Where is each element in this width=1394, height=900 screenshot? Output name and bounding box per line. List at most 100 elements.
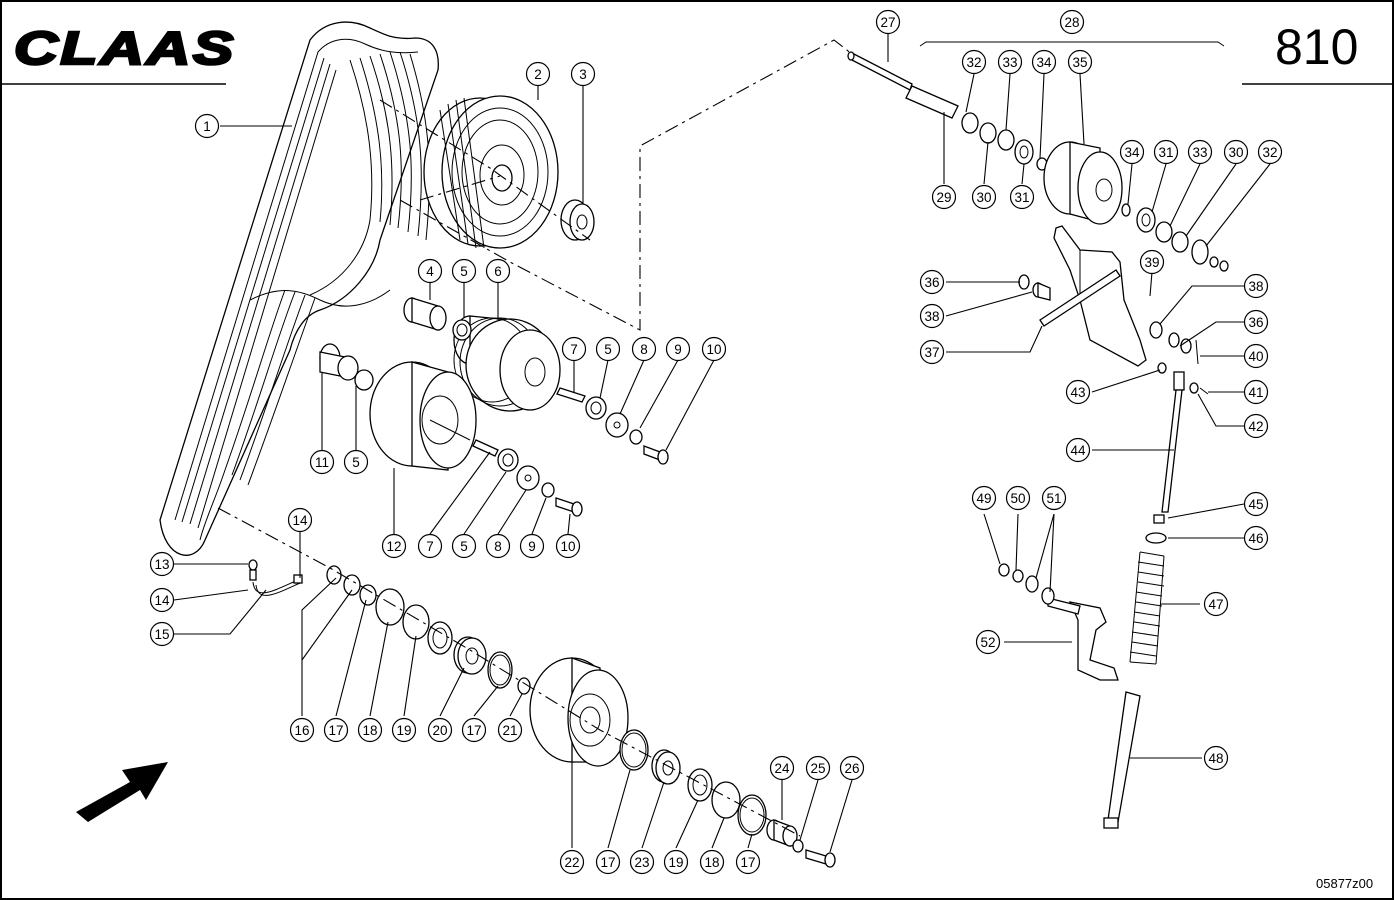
rings-16-17-18	[326, 565, 453, 655]
svg-text:CLAAS: CLAAS	[14, 22, 236, 74]
callout-circle	[663, 849, 689, 875]
callout-circle	[323, 717, 349, 743]
callout-45: 45	[1243, 491, 1269, 517]
callout-label: 5	[460, 264, 468, 279]
callout-circle	[287, 507, 313, 533]
shaft-29	[905, 85, 959, 119]
callout-circle	[1067, 49, 1093, 75]
callout-label: 38	[1248, 279, 1263, 294]
callout-label: 27	[880, 15, 895, 30]
callout-5: 5	[451, 533, 477, 559]
callout-circle	[769, 755, 795, 781]
callout-14: 14	[149, 587, 175, 613]
callout-8: 8	[631, 336, 657, 362]
nut-45	[1153, 514, 1165, 524]
callout-29: 29	[931, 184, 957, 210]
drawing-reference: 05877z00	[1316, 876, 1373, 891]
callout-label: 32	[1262, 145, 1277, 160]
callout-circle	[1187, 139, 1213, 165]
ring-17d	[737, 794, 767, 836]
callout-label: 19	[396, 723, 411, 738]
clamp-bush-3	[560, 199, 595, 241]
ring-36a	[1018, 274, 1030, 290]
callout-label: 36	[1248, 315, 1263, 330]
callout-label: 9	[674, 342, 682, 357]
callout-circle	[961, 49, 987, 75]
bush-24	[766, 819, 798, 847]
bolt-10a	[643, 445, 669, 465]
callout-label: 7	[570, 342, 578, 357]
circlip-5a	[452, 319, 472, 341]
bearing-20	[453, 636, 487, 675]
callout-label: 44	[1070, 443, 1086, 458]
callout-circle	[194, 113, 220, 139]
callout-label: 7	[426, 539, 434, 554]
centerline-mid	[419, 175, 501, 201]
callout-26: 26	[839, 755, 865, 781]
callout-circle	[665, 336, 691, 362]
washer-25	[792, 839, 804, 853]
callout-50: 50	[1005, 485, 1031, 511]
callout-38: 38	[919, 303, 945, 329]
callout-circle	[701, 336, 727, 362]
washer-9a	[629, 429, 643, 445]
callout-17: 17	[323, 717, 349, 743]
callout-circle	[525, 61, 551, 87]
callout-36: 36	[919, 269, 945, 295]
pulley-12	[369, 361, 477, 471]
callout-circle	[875, 9, 901, 35]
callout-42: 42	[1243, 413, 1269, 439]
callout-circle	[931, 184, 957, 210]
callout-circle	[595, 336, 621, 362]
callout-label: 4	[426, 264, 434, 279]
shaft-37	[1039, 269, 1121, 327]
callout-32: 32	[1257, 139, 1283, 165]
callout-circle	[149, 551, 175, 577]
callout-label: 10	[560, 539, 575, 554]
pin-40	[1195, 339, 1199, 365]
callout-label: 18	[362, 723, 377, 738]
pulley-22	[529, 657, 629, 767]
callout-label: 22	[564, 855, 579, 870]
circlip-5b	[354, 369, 374, 391]
callout-circle	[343, 449, 369, 475]
callout-label: 33	[1192, 145, 1207, 160]
callout-label: 17	[600, 855, 615, 870]
callout-circle	[149, 587, 175, 613]
spring-47	[1129, 551, 1165, 665]
callout-label: 37	[924, 345, 939, 360]
callout-label: 45	[1248, 497, 1263, 512]
callout-30: 30	[1223, 139, 1249, 165]
callout-circle	[309, 449, 335, 475]
callout-25: 25	[805, 755, 831, 781]
callout-label: 1	[203, 119, 211, 134]
callout-circle	[1243, 309, 1269, 335]
ring-17c	[619, 729, 649, 771]
callout-circle	[391, 717, 417, 743]
page-number: 810	[1275, 19, 1358, 75]
callout-label: 13	[154, 557, 169, 572]
callout-31: 31	[1153, 139, 1179, 165]
callout-33: 33	[997, 49, 1023, 75]
callout-41: 41	[1243, 379, 1269, 405]
callout-30: 30	[971, 184, 997, 210]
callout-2: 2	[525, 61, 551, 87]
callout-34: 34	[1119, 139, 1145, 165]
callout-7: 7	[561, 336, 587, 362]
callout-label: 50	[1010, 491, 1025, 506]
callout-label: 39	[1144, 255, 1159, 270]
callout-17: 17	[461, 717, 487, 743]
callout-32: 32	[961, 49, 987, 75]
callout-circle	[559, 849, 585, 875]
rings-49-51	[998, 563, 1055, 605]
callout-circle	[1243, 343, 1269, 369]
callout-label: 30	[976, 190, 991, 205]
callout-circle	[699, 849, 725, 875]
bolt-10b	[555, 497, 583, 517]
callout-circle	[975, 629, 1001, 655]
callout-36: 36	[1243, 309, 1269, 335]
right-rings-2	[1121, 203, 1229, 272]
callout-circle	[149, 621, 175, 647]
callout-40: 40	[1243, 343, 1269, 369]
